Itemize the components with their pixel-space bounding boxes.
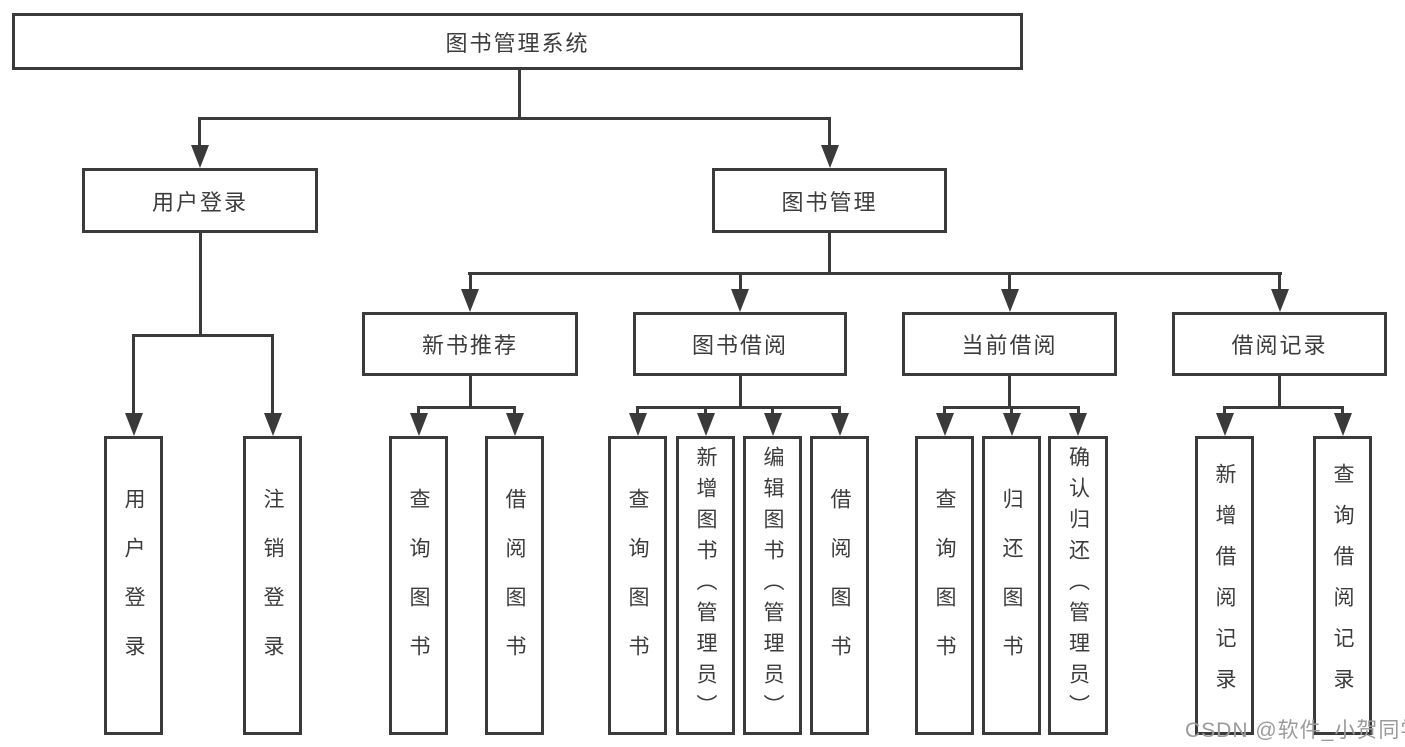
arrowhead-down-icon (1002, 413, 1021, 436)
arrowhead-down-icon (505, 413, 524, 436)
leaf-label: 新增图书（管理员） (694, 446, 717, 725)
connector-line (468, 375, 472, 409)
leaf-add-books-admin: 新增图书（管理员） (676, 436, 735, 735)
connector-line (132, 334, 135, 416)
connector-line (468, 272, 472, 291)
connector-line (468, 272, 1282, 275)
connector-line (1008, 375, 1011, 409)
connector-line (417, 406, 420, 416)
connector-line (417, 406, 516, 409)
leaf-label: 注销登录 (261, 487, 284, 684)
connector-line (738, 272, 742, 291)
node-label: 图书管理系统 (445, 30, 590, 56)
connector-line (271, 334, 274, 416)
leaf-query-books-borrowing: 查询图书 (608, 436, 667, 735)
arrowhead-down-icon (263, 413, 282, 436)
node-book-management: 图书管理 (712, 168, 947, 233)
node-library-management-system: 图书管理系统 (12, 13, 1023, 70)
connector-line (636, 406, 639, 416)
node-label: 借阅记录 (1231, 333, 1328, 358)
leaf-edit-books-admin: 编辑图书（管理员） (743, 436, 802, 735)
leaf-query-books-recommend: 查询图书 (389, 436, 448, 735)
connector-line (1341, 406, 1344, 416)
leaf-confirm-return-admin: 确认归还（管理员） (1048, 436, 1108, 735)
node-label: 新书推荐 (421, 333, 518, 358)
node-label: 图书借阅 (691, 333, 788, 358)
arrowhead-down-icon (935, 413, 954, 436)
connector-line (198, 233, 202, 337)
arrowhead-down-icon (830, 413, 849, 436)
arrowhead-down-icon (409, 413, 428, 436)
leaf-label: 编辑图书（管理员） (761, 446, 784, 725)
connector-line (1076, 406, 1080, 416)
leaf-return-books: 归还图书 (982, 436, 1041, 735)
connector-line (771, 406, 774, 416)
arrowhead-down-icon (1069, 413, 1087, 436)
arrowhead-down-icon (1000, 289, 1019, 312)
arrowhead-down-icon (628, 413, 647, 436)
connector-line (1223, 406, 1226, 416)
leaf-label: 新增借阅记录 (1213, 462, 1236, 709)
node-new-book-recommendation: 新书推荐 (362, 312, 578, 376)
leaf-borrow-books-recommend: 借阅图书 (485, 436, 544, 735)
leaf-label: 借阅图书 (828, 487, 851, 684)
arrowhead-down-icon (1333, 413, 1352, 436)
connector-line (828, 233, 831, 275)
arrowhead-down-icon (461, 289, 479, 312)
leaf-query-books-current: 查询图书 (915, 436, 974, 735)
connector-line (198, 117, 201, 147)
node-label: 用户登录 (151, 189, 248, 215)
connector-line (1278, 272, 1281, 291)
connector-line (1278, 375, 1281, 409)
connector-line (838, 406, 841, 416)
leaf-label: 确认归还（管理员） (1066, 446, 1090, 725)
node-label: 图书管理 (781, 189, 878, 215)
connector-line (738, 375, 742, 409)
arrowhead-down-icon (190, 145, 209, 168)
leaf-add-borrow-record: 新增借阅记录 (1195, 436, 1254, 735)
leaf-label: 查询图书 (407, 487, 430, 684)
arrowhead-down-icon (1215, 413, 1234, 436)
connector-line (1223, 406, 1343, 409)
leaf-borrow-books-borrowing: 借阅图书 (810, 436, 869, 735)
node-user-login: 用户登录 (82, 168, 318, 233)
connector-line (636, 406, 840, 409)
arrowhead-down-icon (696, 413, 715, 436)
arrowhead-down-icon (731, 289, 749, 312)
connector-line (943, 406, 946, 416)
connector-line (198, 117, 831, 120)
leaf-query-borrow-record: 查询借阅记录 (1313, 436, 1372, 735)
leaf-label: 归还图书 (1000, 487, 1023, 684)
node-current-borrowing: 当前借阅 (902, 312, 1117, 376)
leaf-user-login: 用户登录 (104, 436, 163, 735)
connector-line (1008, 272, 1011, 291)
arrowhead-down-icon (124, 413, 143, 436)
arrowhead-down-icon (763, 413, 782, 436)
connector-line (704, 406, 707, 416)
node-label: 当前借阅 (961, 333, 1058, 358)
connector-line (828, 117, 831, 147)
leaf-label: 查询图书 (933, 487, 956, 684)
leaf-logout-login: 注销登录 (243, 436, 302, 735)
connector-line (132, 334, 274, 337)
connector-line (518, 69, 521, 120)
arrowhead-down-icon (820, 145, 839, 168)
arrowhead-down-icon (1270, 289, 1289, 312)
leaf-label: 借阅图书 (503, 487, 526, 684)
csdn-watermark: CSDN @软件_小贺同学 (1185, 719, 1405, 742)
node-book-borrowing: 图书借阅 (633, 312, 847, 376)
leaf-label: 查询借阅记录 (1331, 462, 1354, 709)
connector-line (513, 406, 516, 416)
leaf-label: 查询图书 (626, 487, 649, 684)
leaf-label: 用户登录 (122, 487, 145, 684)
connector-line (1010, 406, 1013, 416)
node-borrowing-records: 借阅记录 (1172, 312, 1387, 376)
